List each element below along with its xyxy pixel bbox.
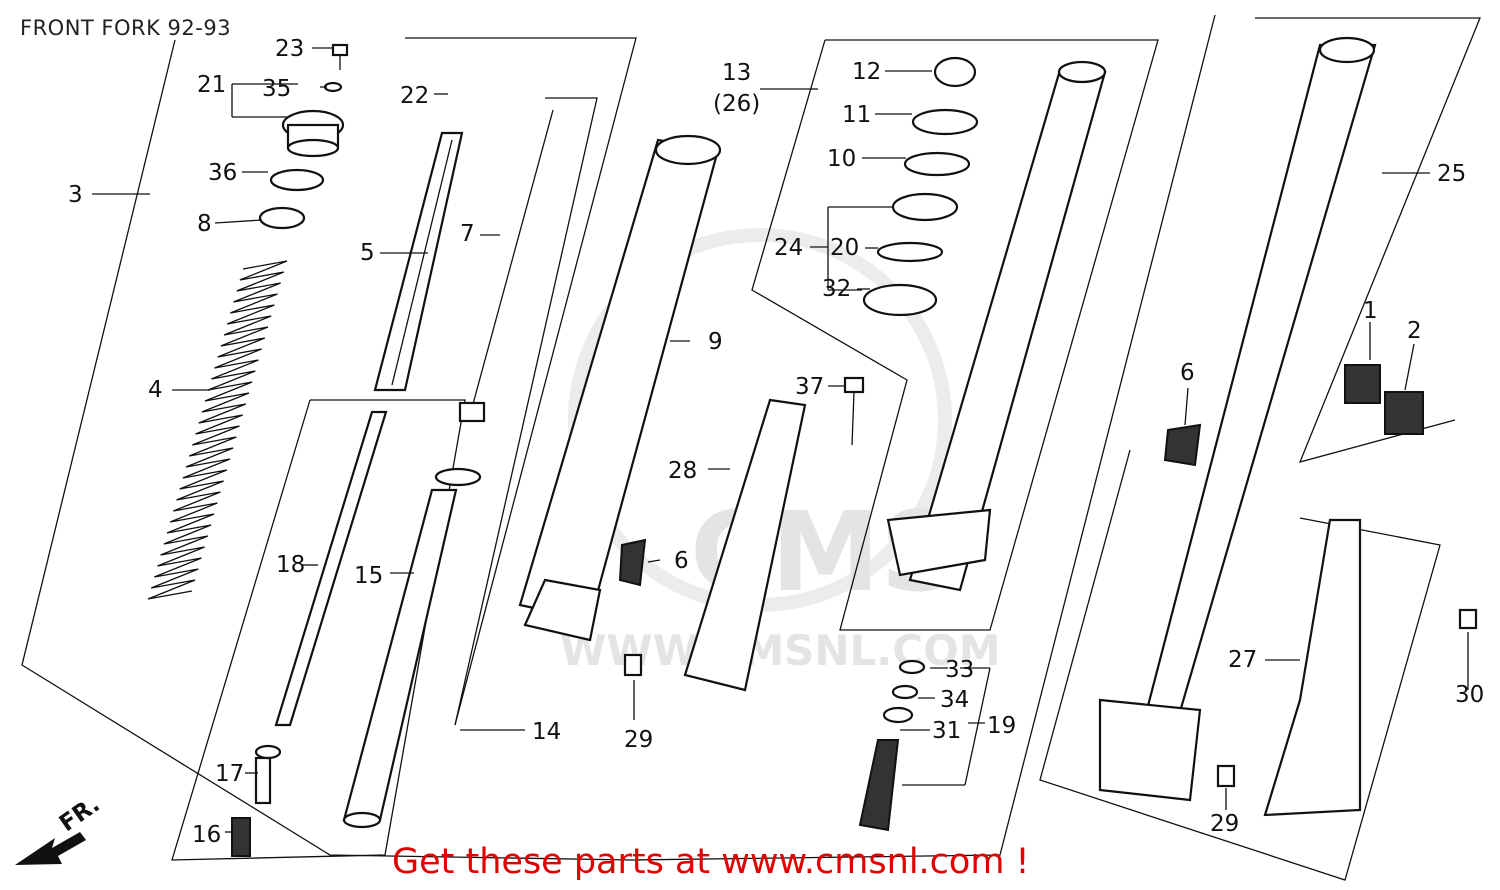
bolt-17 <box>254 744 282 805</box>
bolt-37 <box>843 376 865 446</box>
outer-tube-13 <box>886 60 1107 592</box>
frame-outer-left <box>21 14 1216 861</box>
callout-labels: 1 2 3 4 5 6 6 7 8 9 10 11 12 13 (26) 14 … <box>68 36 1484 848</box>
slide-bush-11 <box>911 108 979 136</box>
callout-6-left: 6 <box>674 548 689 574</box>
footer-link-text[interactable]: Get these parts at www.cmsnl.com ! <box>392 842 1030 882</box>
callout-18: 18 <box>276 552 305 578</box>
clamp-1 <box>1344 364 1381 404</box>
callout-8: 8 <box>197 211 212 237</box>
callout-20: 20 <box>830 235 859 261</box>
callout-36: 36 <box>208 160 237 186</box>
washer-33 <box>898 659 926 675</box>
damper-5 <box>373 131 464 392</box>
leader-line <box>1404 343 1415 391</box>
callout-2: 2 <box>1407 318 1422 344</box>
back-up-ring-24 <box>891 192 959 222</box>
oring-35 <box>323 81 343 93</box>
direction-label: FR. <box>55 791 105 837</box>
callout-37: 37 <box>795 374 824 400</box>
leader-lines <box>92 47 1469 833</box>
callout-14: 14 <box>532 719 561 745</box>
frame-damper <box>171 399 466 861</box>
callout-27: 27 <box>1228 647 1257 673</box>
front-direction-arrow: FR. <box>15 791 105 865</box>
callout-28: 28 <box>668 458 697 484</box>
frame-fork-right <box>1255 17 1481 463</box>
leader-line <box>647 559 661 563</box>
rod-7 <box>434 109 554 487</box>
callout-32: 32 <box>822 276 851 302</box>
stop-ring-20 <box>876 241 944 263</box>
callout-13-alt: (26) <box>713 91 760 117</box>
oil-seal-32 <box>862 283 938 317</box>
callout-29-left: 29 <box>624 727 653 753</box>
callout-22: 22 <box>400 83 429 109</box>
callout-29-right: 29 <box>1210 811 1239 837</box>
callout-12: 12 <box>852 59 881 85</box>
oring-36 <box>269 168 325 192</box>
group-frames <box>21 14 1481 881</box>
frame-rod <box>454 97 598 726</box>
callout-17: 17 <box>215 761 244 787</box>
callout-1: 1 <box>1363 298 1378 324</box>
callout-6-right: 6 <box>1180 360 1195 386</box>
screw-29-left <box>623 653 643 677</box>
frame-lower <box>1039 449 1441 881</box>
fork-guard-27 <box>1263 518 1362 817</box>
diagram-title: FRONT FORK 92-93 <box>20 16 232 40</box>
outer-slider-9 <box>518 134 722 642</box>
fork-assembly-25 <box>1098 36 1377 802</box>
leader-line <box>214 219 263 224</box>
callout-35: 35 <box>262 76 291 102</box>
callout-13: 13 <box>722 60 751 86</box>
callout-34: 34 <box>940 687 969 713</box>
frame-outer-tube <box>751 39 1159 631</box>
fork-cap-21 <box>281 109 345 158</box>
washer-31 <box>882 706 914 724</box>
fork-guard-28 <box>683 398 807 692</box>
pipe-18 <box>274 410 388 727</box>
callout-33: 33 <box>945 657 974 683</box>
callout-4: 4 <box>148 377 163 403</box>
callout-16: 16 <box>192 822 221 848</box>
callout-11: 11 <box>842 102 871 128</box>
callout-7: 7 <box>460 221 475 247</box>
leader-line <box>1184 387 1189 426</box>
guide-6-right <box>1163 423 1202 467</box>
callout-15: 15 <box>354 563 383 589</box>
callout-25: 25 <box>1437 161 1466 187</box>
guide-6-left <box>618 538 647 587</box>
spring-16 <box>231 817 251 857</box>
slide-bush-10 <box>903 151 971 177</box>
fork-spring-4 <box>147 260 288 600</box>
bolt-23 <box>331 43 349 70</box>
callout-23: 23 <box>275 36 304 62</box>
adjuster-19 <box>858 739 900 832</box>
screw-29-right <box>1216 764 1236 788</box>
callout-3: 3 <box>68 182 83 208</box>
callout-10: 10 <box>827 146 856 172</box>
inner-tube-15 <box>342 488 458 829</box>
callout-9: 9 <box>708 329 723 355</box>
callout-19: 19 <box>987 713 1016 739</box>
callout-24: 24 <box>774 235 803 261</box>
callout-5: 5 <box>360 240 375 266</box>
spacer-8 <box>258 206 306 230</box>
frame-inner-tube <box>405 37 637 726</box>
washer-34 <box>891 684 919 700</box>
callout-31: 31 <box>932 718 961 744</box>
clamp-2 <box>1384 391 1424 435</box>
leader-line <box>964 667 991 786</box>
callout-30: 30 <box>1455 682 1484 708</box>
bolt-30 <box>1458 608 1478 630</box>
callout-21: 21 <box>197 72 226 98</box>
dust-seal-12 <box>933 56 977 88</box>
